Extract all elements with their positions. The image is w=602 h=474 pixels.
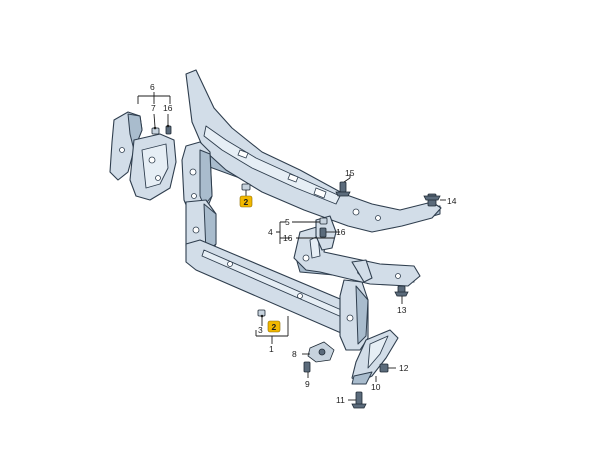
leader-lines [137, 92, 446, 401]
callout-2-upper: 2 [239, 195, 253, 208]
callout-10: 10 [371, 382, 381, 392]
callout-9: 9 [305, 379, 310, 389]
svg-text:2: 2 [272, 322, 277, 332]
front-frame-carrier [181, 69, 442, 351]
callout-labels: 6 7 16 2 15 14 4 5 16 16 13 3 2 1 8 9 10… [150, 82, 457, 405]
callout-13: 13 [397, 305, 407, 315]
lock-carrier-bracket [293, 215, 421, 287]
callout-14: 14 [447, 196, 457, 206]
callout-7: 7 [151, 103, 156, 113]
callout-5: 5 [285, 217, 290, 227]
callout-16-left: 16 [163, 103, 173, 113]
callout-11: 11 [336, 395, 345, 405]
callout-3: 3 [258, 325, 263, 335]
callout-12: 12 [399, 363, 409, 373]
callout-16-bracket: 16 [283, 233, 293, 243]
callout-8: 8 [292, 349, 297, 359]
callout-4: 4 [268, 227, 273, 237]
air-guide-lower-right [351, 329, 399, 385]
callout-2-lower: 2 [267, 320, 281, 333]
side-bracket-left [109, 111, 177, 201]
svg-text:2: 2 [244, 197, 249, 207]
callout-16-right: 16 [336, 227, 346, 237]
callout-1: 1 [269, 344, 274, 354]
callout-15: 15 [345, 168, 355, 178]
fasteners [241, 181, 441, 409]
callout-6: 6 [150, 82, 155, 92]
